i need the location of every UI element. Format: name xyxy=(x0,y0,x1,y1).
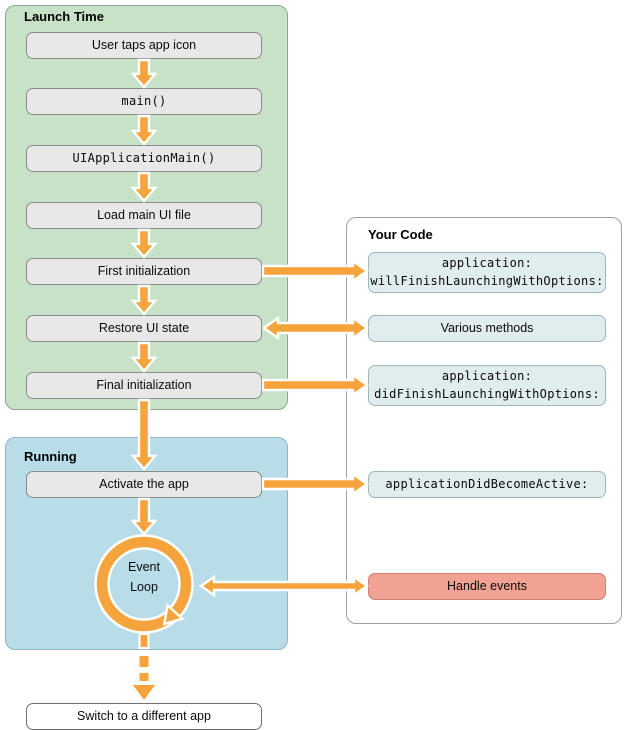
will-finish-line1: application: xyxy=(441,256,533,271)
node-switch-to-different-app: Switch to a different app xyxy=(26,703,262,730)
node-first-initialization: First initialization xyxy=(26,258,262,285)
did-finish-line2: didFinishLaunchingWithOptions: xyxy=(374,386,600,401)
running-title: Running xyxy=(24,449,77,464)
node-load-main-ui-file: Load main UI file xyxy=(26,202,262,229)
node-user-taps-app-icon: User taps app icon xyxy=(26,32,262,59)
node-various-methods: Various methods xyxy=(368,315,606,342)
node-restore-ui-state: Restore UI state xyxy=(26,315,262,342)
node-uiapplicationmain: UIApplicationMain() xyxy=(26,145,262,172)
node-will-finish-launching: application: willFinishLaunchingWithOpti… xyxy=(368,252,606,293)
node-final-initialization: Final initialization xyxy=(26,372,262,399)
event-loop-label: Event Loop xyxy=(104,557,184,597)
event-loop-line2: Loop xyxy=(130,580,158,594)
will-finish-line2: willFinishLaunchingWithOptions: xyxy=(370,273,604,288)
your-code-title: Your Code xyxy=(368,227,433,242)
node-activate-the-app: Activate the app xyxy=(26,471,262,498)
node-application-did-become-active: applicationDidBecomeActive: xyxy=(368,471,606,498)
dashed-arrow-segment-2 xyxy=(139,656,149,667)
launch-time-title: Launch Time xyxy=(24,9,104,24)
node-main-function: main() xyxy=(26,88,262,115)
did-finish-line1: application: xyxy=(441,369,533,384)
section-running xyxy=(5,437,288,650)
node-handle-events: Handle events xyxy=(368,573,606,600)
dashed-arrow-head xyxy=(133,685,155,700)
dashed-arrow-segment-3 xyxy=(139,673,149,681)
node-did-finish-launching: application: didFinishLaunchingWithOptio… xyxy=(368,365,606,406)
event-loop-line1: Event xyxy=(128,560,160,574)
